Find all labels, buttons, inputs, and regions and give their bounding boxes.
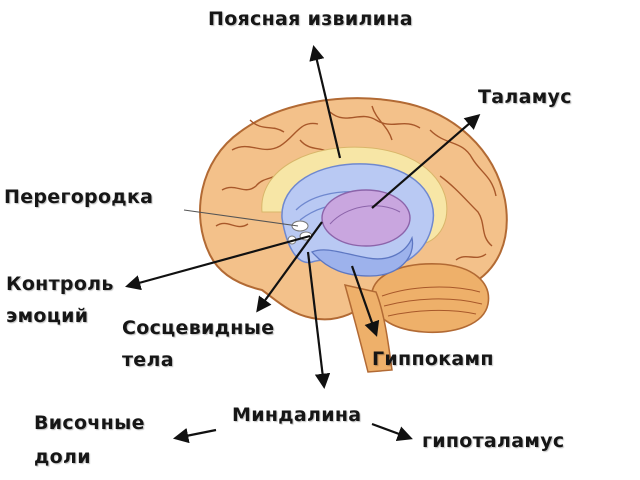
- hippocampus-region: [310, 235, 414, 277]
- label-cingulate-gyrus: Поясная извилина: [208, 8, 413, 30]
- label-mammillary-bodies: Сосцевидные тела: [122, 317, 275, 371]
- arrow-amygdala: [306, 251, 331, 390]
- thalamus-region: [321, 189, 411, 247]
- arrow-hippocampus: [350, 265, 380, 337]
- pointer-lines: [125, 45, 481, 444]
- brain-illustration: [199, 97, 508, 373]
- label-temporal-lobes: Височные доли: [34, 412, 145, 468]
- line-septum: [183, 209, 299, 227]
- arrow-temporal-lobes: [172, 428, 217, 444]
- cerebellum: [371, 263, 490, 334]
- arrow-thalamus: [371, 113, 481, 209]
- label-thalamus: Таламус: [478, 86, 572, 108]
- arrow-emotion-control: [125, 234, 311, 291]
- thalamus-detail: [329, 205, 401, 225]
- arrow-cingulate: [309, 45, 342, 159]
- label-amygdala: Миндалина: [232, 404, 362, 426]
- label-hippocampus: Гиппокамп: [372, 348, 494, 370]
- label-septum: Перегородка: [4, 186, 154, 208]
- label-emotion-control: Контроль эмоций: [6, 273, 114, 327]
- arrow-hypothalamus: [371, 422, 413, 441]
- cortex-sulci: [215, 105, 497, 261]
- arrow-mammillary: [256, 221, 323, 313]
- cerebellum-folia: [381, 286, 483, 317]
- label-hypothalamus: гипоталамус: [422, 430, 565, 452]
